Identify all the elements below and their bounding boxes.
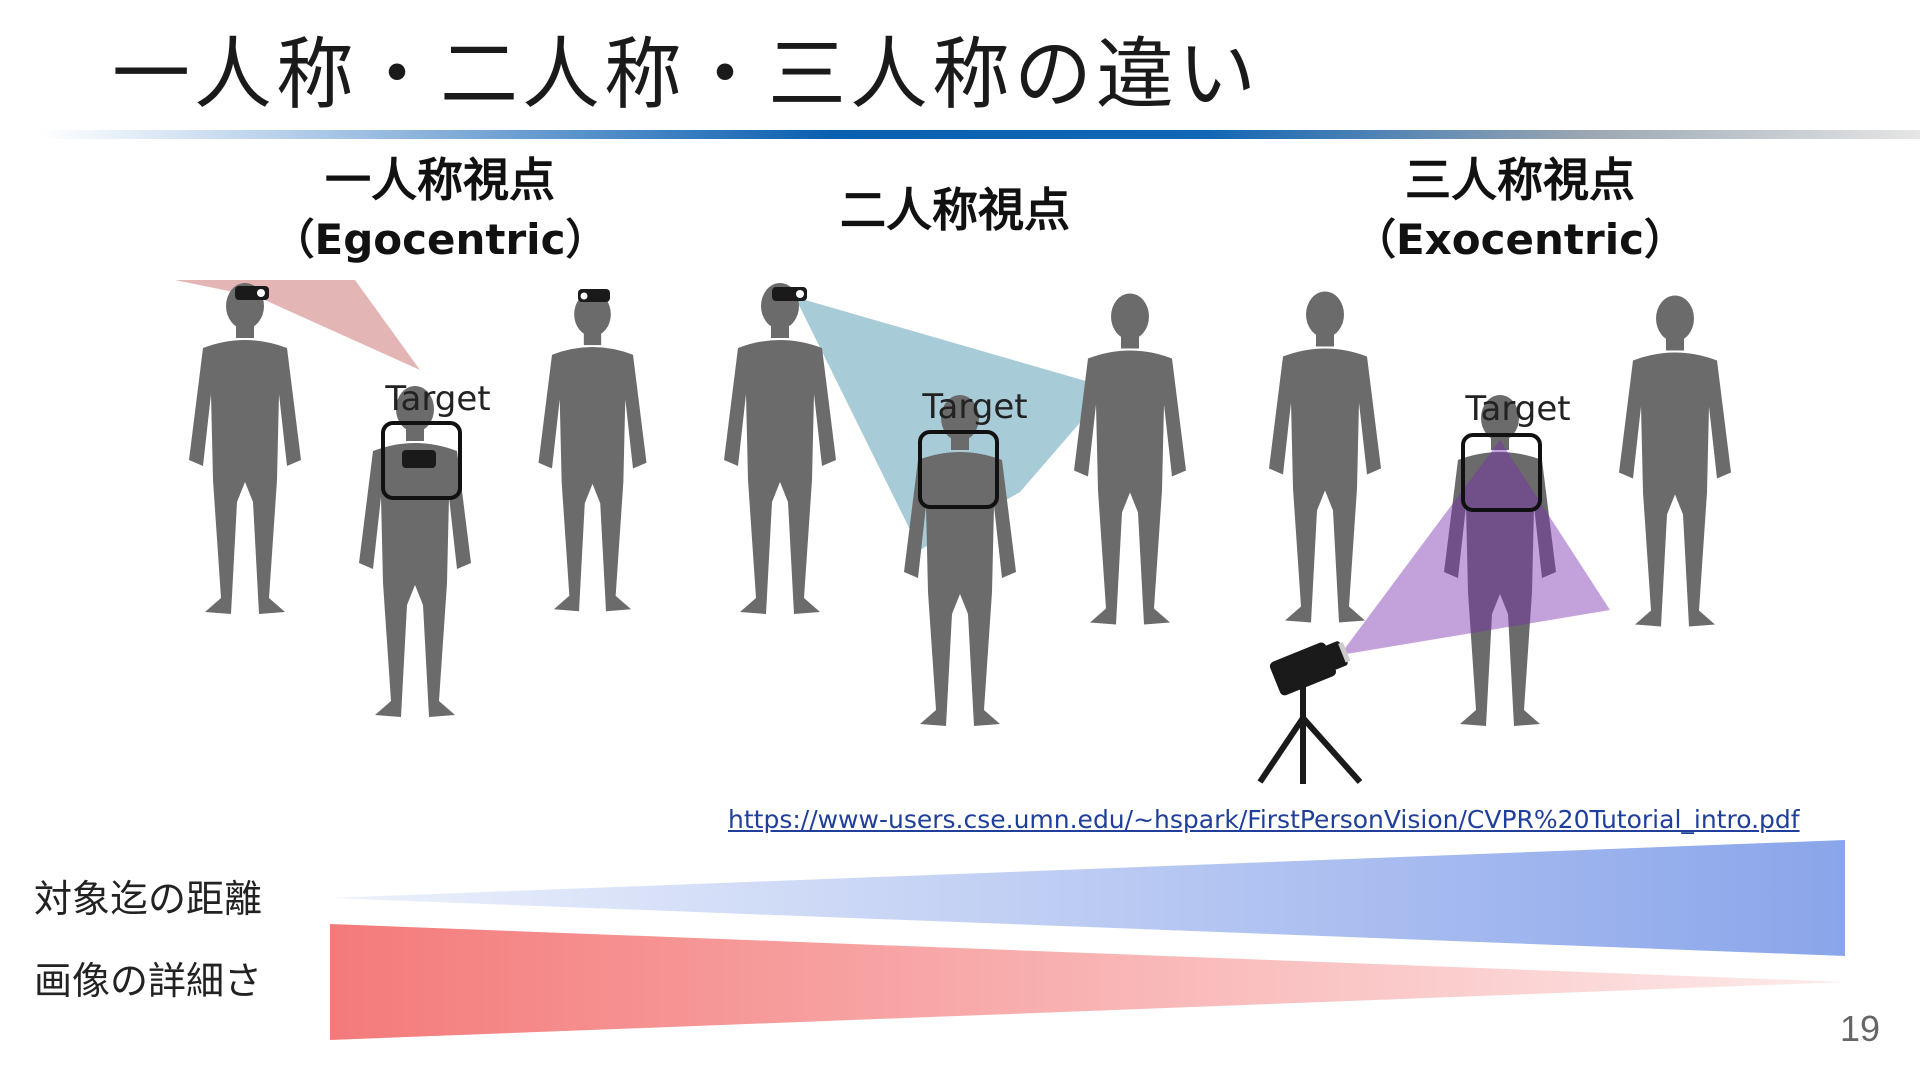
first-person-title: 一人称視点 bbox=[325, 153, 555, 207]
first-person-view-cone bbox=[175, 280, 420, 370]
distance-wedge bbox=[330, 840, 1845, 956]
detail-wedge bbox=[330, 924, 1845, 1040]
comparison-wedges bbox=[330, 840, 1845, 1040]
target-head-camera-icon bbox=[402, 450, 436, 468]
person-silhouette bbox=[1619, 295, 1731, 627]
second-person-heading: 二人称視点 bbox=[800, 180, 1110, 240]
target-frame bbox=[918, 430, 999, 509]
head-camera-lens-icon bbox=[257, 289, 265, 297]
person-silhouette bbox=[538, 292, 647, 612]
person-silhouette bbox=[359, 386, 471, 717]
head-camera-lens-icon bbox=[580, 292, 588, 300]
target-frame bbox=[1461, 433, 1542, 512]
title-underline bbox=[40, 130, 1920, 139]
person-silhouette bbox=[1074, 293, 1186, 625]
third-person-title: 三人称視点 bbox=[1405, 153, 1635, 207]
person-silhouette bbox=[1269, 291, 1381, 623]
first-person-heading: 一人称視点 （Egocentric） bbox=[270, 150, 610, 270]
head-camera-lens-icon bbox=[796, 290, 804, 298]
target-label: Target bbox=[921, 387, 1027, 427]
viewpoint-illustration: Target Target Target bbox=[175, 280, 1731, 784]
target-label: Target bbox=[384, 379, 490, 419]
slide-title: 一人称・二人称・三人称の違い bbox=[112, 30, 1261, 120]
detail-label: 画像の詳細さ bbox=[34, 959, 263, 1003]
distance-label: 対象迄の距離 bbox=[34, 877, 263, 921]
person-silhouette bbox=[189, 283, 301, 614]
target-label: Target bbox=[1464, 389, 1570, 429]
third-person-subtitle: （Exocentric） bbox=[1353, 215, 1686, 264]
target-frame bbox=[381, 421, 462, 500]
first-person-subtitle: （Egocentric） bbox=[272, 215, 608, 264]
third-person-view-cone bbox=[1340, 440, 1610, 655]
second-person-title: 二人称視点 bbox=[840, 183, 1070, 237]
third-person-heading: 三人称視点 （Exocentric） bbox=[1350, 150, 1690, 270]
tripod-camera-icon bbox=[1257, 641, 1363, 784]
page-number: 19 bbox=[1839, 1008, 1880, 1049]
source-link[interactable]: https://www-users.cse.umn.edu/~hspark/Fi… bbox=[728, 805, 1800, 834]
